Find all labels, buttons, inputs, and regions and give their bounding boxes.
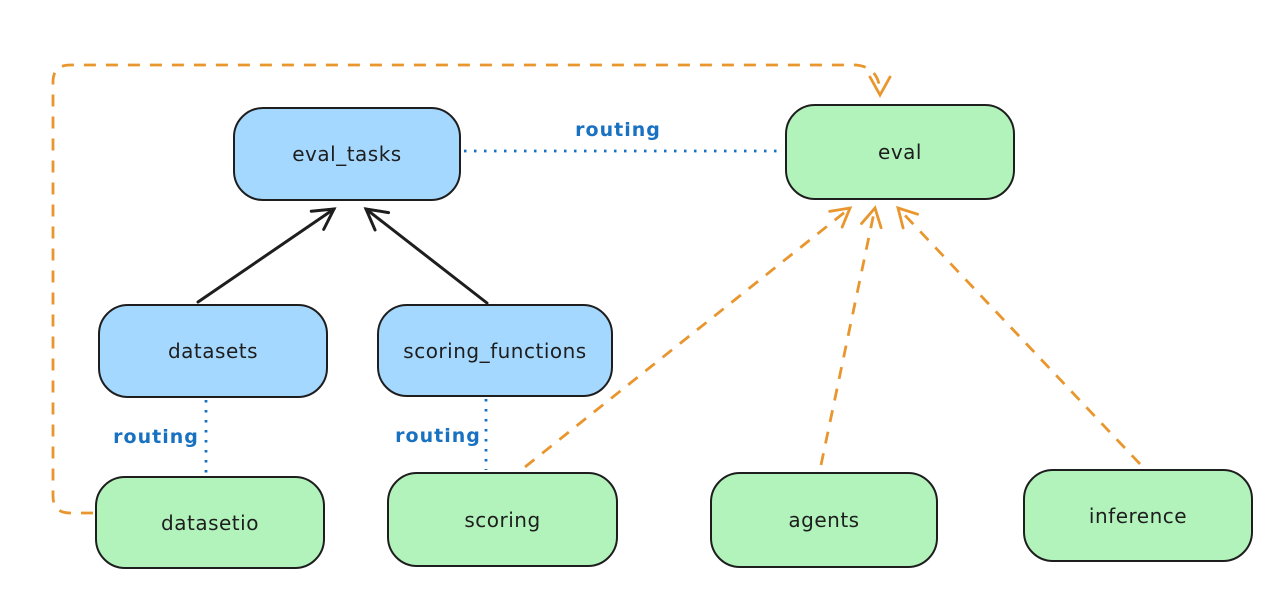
node-scoring-label: scoring [464,507,541,532]
node-eval-tasks: eval_tasks [233,107,461,201]
edge-scoring-functions-to-eval-tasks [363,207,489,305]
node-agents: agents [710,472,938,568]
node-eval: eval [785,104,1015,200]
node-datasets-label: datasets [167,339,259,363]
node-scoring: scoring [387,472,618,567]
routing-label-scoring-functions-scoring: routing [395,425,481,447]
node-scoring-functions: scoring_functions [377,304,613,397]
node-datasetio: datasetio [95,476,325,569]
edge-datasets-to-eval-tasks [196,207,337,304]
edge-inference-to-eval [896,205,1142,465]
node-inference-label: inference [1088,503,1188,528]
node-inference: inference [1023,469,1253,562]
node-eval-label: eval [878,140,922,164]
node-datasets: datasets [98,304,328,398]
edge-datasetio-to-eval-loop [51,63,892,515]
node-agents-label: agents [788,508,860,532]
routing-label-eval-tasks-eval: routing [575,119,661,141]
node-datasetio-label: datasetio [161,510,259,535]
edge-agents-to-eval [819,205,883,466]
node-scoring-functions-label: scoring_functions [403,338,587,363]
node-eval-tasks-label: eval_tasks [292,142,402,166]
edge-scoring-to-eval [524,206,853,469]
routing-label-datasets-datasetio: routing [113,426,199,448]
